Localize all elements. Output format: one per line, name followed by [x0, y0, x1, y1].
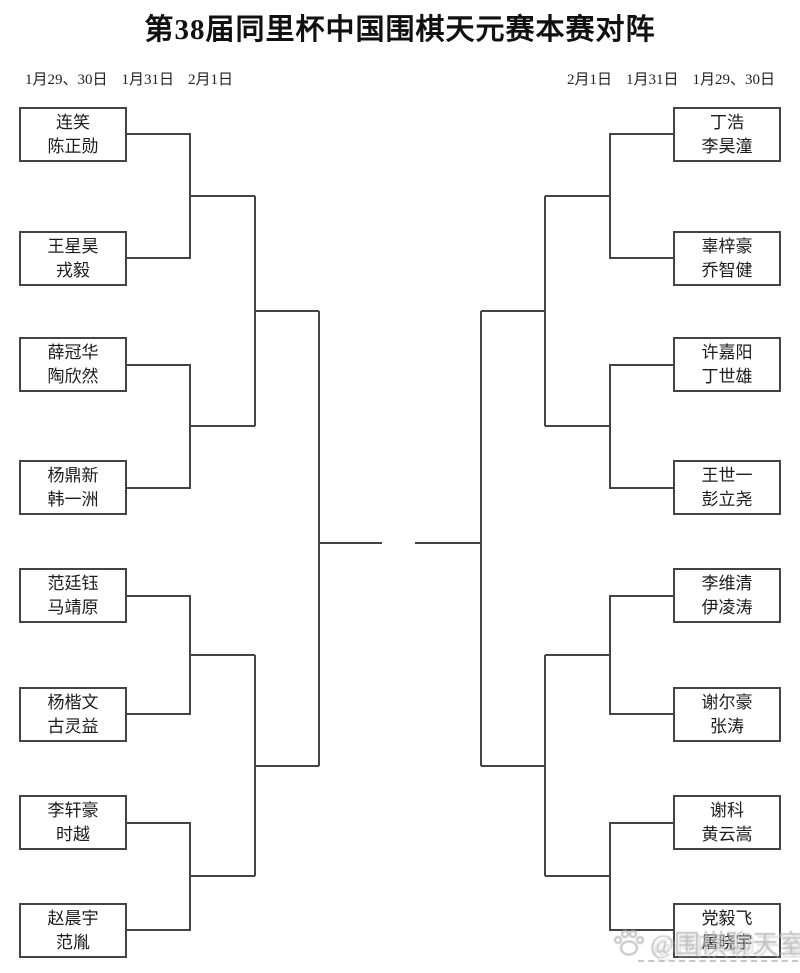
match-box-left-7: 李轩豪 时越 — [19, 795, 127, 850]
round-date: 1月31日 — [121, 72, 175, 88]
player-name: 黄云嵩 — [701, 824, 753, 844]
player-name: 屠晓宇 — [701, 932, 753, 952]
match-box-right-1: 丁浩 李昊潼 — [673, 107, 781, 162]
player-name: 范廷钰 — [47, 573, 99, 593]
round-dates-left: 1月29、30日 1月31日 2月1日 — [25, 68, 233, 89]
match-box-left-5: 范廷钰 马靖原 — [19, 568, 127, 623]
round-date: 1月31日 — [625, 72, 679, 88]
player-name: 韩一洲 — [47, 489, 99, 509]
player-name: 谢科 — [710, 800, 744, 820]
match-box-right-5: 李维清 伊凌涛 — [673, 568, 781, 623]
player-name: 陈正勋 — [47, 136, 99, 156]
round-date: 1月29、30日 — [692, 72, 775, 88]
player-name: 彭立尧 — [701, 489, 753, 509]
paw-icon — [614, 929, 644, 955]
player-name: 连笑 — [56, 112, 90, 132]
round-date: 2月1日 — [188, 72, 234, 88]
match-box-right-8: 党毅飞 屠晓宇 — [673, 903, 781, 958]
player-name: 丁浩 — [710, 112, 744, 132]
player-name: 谢尔豪 — [701, 692, 753, 712]
match-box-left-2: 王星昊 戎毅 — [19, 231, 127, 286]
player-name: 李维清 — [701, 573, 753, 593]
match-box-right-2: 辜梓豪 乔智健 — [673, 231, 781, 286]
player-name: 李昊潼 — [701, 136, 753, 156]
match-box-right-4: 王世一 彭立尧 — [673, 460, 781, 515]
match-box-right-6: 谢尔豪 张涛 — [673, 687, 781, 742]
match-box-left-6: 杨楷文 古灵益 — [19, 687, 127, 742]
player-name: 伊凌涛 — [701, 597, 753, 617]
player-name: 李轩豪 — [47, 800, 99, 820]
player-name: 古灵益 — [47, 716, 99, 736]
player-name: 丁世雄 — [701, 366, 753, 386]
player-name: 范胤 — [56, 932, 90, 952]
watermark-text: @围棋聊天室 — [650, 930, 800, 959]
player-name: 杨鼎新 — [47, 465, 99, 485]
player-name: 王星昊 — [47, 236, 99, 256]
match-box-left-4: 杨鼎新 韩一洲 — [19, 460, 127, 515]
match-box-left-3: 薛冠华 陶欣然 — [19, 337, 127, 392]
round-dates-right: 2月1日 1月31日 1月29、30日 — [567, 68, 775, 89]
player-name: 戎毅 — [56, 260, 90, 280]
watermark: @围棋聊天室 — [612, 924, 800, 961]
player-name: 薛冠华 — [47, 342, 99, 362]
player-name: 王世一 — [701, 465, 753, 485]
page-title: 第38届同里杯中国围棋天元赛本赛对阵 — [144, 14, 656, 46]
player-name: 杨楷文 — [47, 692, 99, 712]
match-box-left-8: 赵晨宇 范胤 — [19, 903, 127, 958]
round-date: 2月1日 — [566, 72, 612, 88]
match-box-right-7: 谢科 黄云嵩 — [673, 795, 781, 850]
player-name: 赵晨宇 — [47, 908, 99, 928]
round-date: 1月29、30日 — [25, 72, 108, 88]
player-name: 党毅飞 — [701, 908, 753, 928]
match-box-right-3: 许嘉阳 丁世雄 — [673, 337, 781, 392]
player-name: 乔智健 — [701, 260, 753, 280]
watermark-ghost-line — [638, 960, 798, 962]
match-box-left-1: 连笑 陈正勋 — [19, 107, 127, 162]
player-name: 张涛 — [710, 716, 744, 736]
player-name: 许嘉阳 — [701, 342, 753, 362]
player-name: 辜梓豪 — [701, 236, 753, 256]
player-name: 时越 — [56, 824, 90, 844]
player-name: 马靖原 — [47, 597, 99, 617]
player-name: 陶欣然 — [47, 366, 99, 386]
